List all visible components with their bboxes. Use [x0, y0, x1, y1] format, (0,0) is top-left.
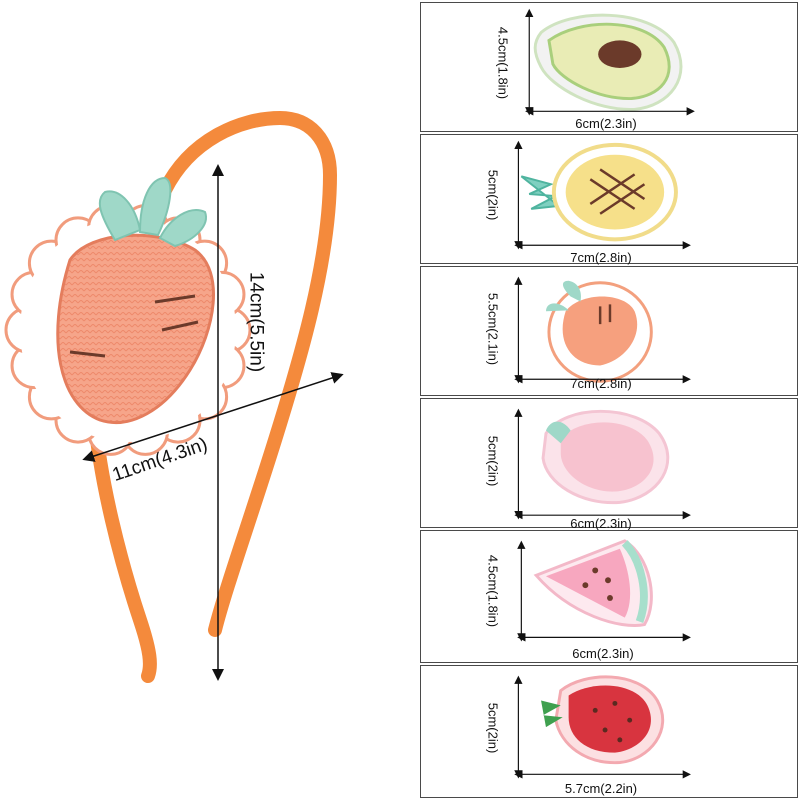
red-strawberry-patch — [541, 675, 664, 765]
headband-band — [158, 110, 338, 637]
carrot-width-label: 7cm(2.8in) — [570, 376, 632, 391]
headband-band-lower — [88, 413, 157, 683]
red-strawberry-height-label: 5cm(2in) — [485, 702, 501, 754]
headband-photo — [4, 110, 344, 683]
width-dimension-line — [82, 372, 344, 462]
carrot-small-patch — [545, 280, 653, 383]
watermelon-patch — [533, 539, 653, 627]
pink-strawberry-width-label: 6cm(2.3in) — [570, 516, 632, 531]
variant-panel-carrot: 5.5cm(2.1in) 7cm(2.8in) — [420, 266, 798, 396]
pink-strawberry-height-label: 5cm(2in) — [485, 435, 501, 487]
avocado-patch — [533, 13, 683, 111]
carrot-height-label: 5.5cm(2.1in) — [485, 292, 501, 366]
pineapple-width-label: 7cm(2.8in) — [570, 250, 632, 265]
variant-panel-pineapple: 5cm(2in) 7cm(2.8in) — [420, 134, 798, 264]
variant-panel-watermelon: 4.5cm(1.8in) 6cm(2.3in) — [420, 530, 798, 663]
avocado-height-label: 4.5cm(1.8in) — [495, 26, 511, 100]
watermelon-width-label: 6cm(2.3in) — [572, 646, 634, 661]
watermelon-height-label: 4.5cm(1.8in) — [485, 554, 501, 628]
avocado-width-label: 6cm(2.3in) — [575, 116, 637, 131]
red-strawberry-width-label: 5.7cm(2.2in) — [564, 781, 638, 796]
carrot-patch — [4, 176, 252, 456]
variant-panel-red-strawberry: 5cm(2in) 5.7cm(2.2in) — [420, 665, 798, 798]
pineapple-patch — [520, 142, 678, 242]
variant-panel-pink-strawberry: 5cm(2in) 6cm(2.3in) — [420, 398, 798, 531]
headband-height-label: 14cm(5.5in) — [245, 271, 267, 373]
pink-strawberry-patch — [541, 409, 670, 505]
variant-panel-avocado: 4.5cm(1.8in) 6cm(2.3in) — [420, 2, 798, 132]
pineapple-height-label: 5cm(2in) — [485, 169, 501, 221]
